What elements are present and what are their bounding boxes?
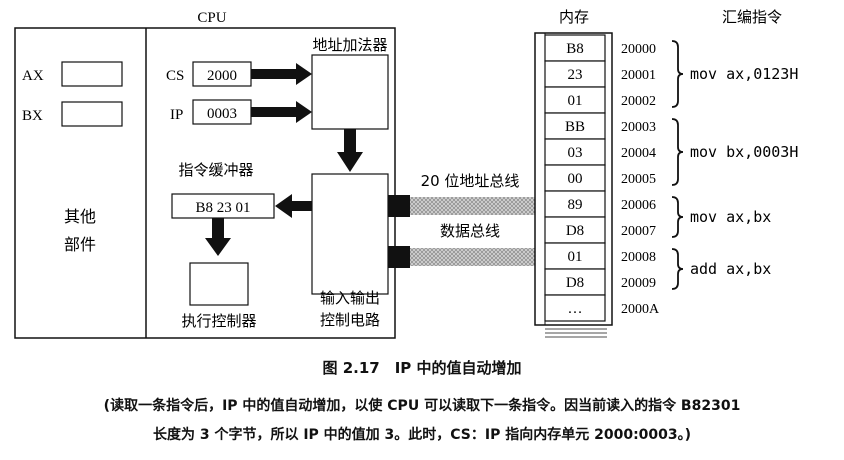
ip-value: 0003	[207, 106, 237, 122]
instruction-brace	[671, 118, 684, 186]
cs-to-adder-arrow	[251, 63, 312, 85]
memory-cell-value: B8	[566, 41, 584, 57]
io-control-line2: 控制电路	[320, 311, 380, 329]
other-parts-line1: 其他	[64, 207, 96, 226]
address-adder-label: 地址加法器	[312, 36, 387, 54]
asm-header: 汇编指令	[722, 8, 782, 26]
asm-instruction: mov ax,bx	[690, 208, 771, 226]
memory-cell-value: 00	[568, 171, 583, 187]
buffer-to-exec-arrow	[205, 218, 231, 256]
bx-label: BX	[22, 108, 43, 124]
io-control-line1: 输入输出	[320, 289, 380, 307]
memory-cell	[544, 60, 606, 88]
figure-title: 图 2.17 IP 中的值自动增加	[322, 359, 522, 377]
memory-address: 20000	[621, 42, 656, 57]
memory-cell-value: 23	[568, 67, 583, 83]
ip-to-adder-arrow	[251, 101, 312, 123]
address-adder-box	[311, 54, 389, 130]
instruction-brace	[671, 248, 684, 290]
execution-control-label: 执行控制器	[181, 312, 256, 330]
memory-cell-value: …	[568, 301, 583, 317]
memory-address: 20003	[621, 120, 656, 135]
instruction-buffer-content: B8 23 01	[195, 200, 250, 216]
adder-to-io-arrow	[337, 129, 363, 172]
address-bus-label: 20 位地址总线	[421, 172, 520, 190]
asm-instruction: mov ax,0123H	[690, 65, 798, 83]
memory-address: 20007	[621, 224, 656, 239]
memory-address: 2000A	[621, 302, 660, 317]
memory-cell-value: 01	[568, 93, 583, 109]
memory-cell-value: 03	[568, 145, 583, 161]
io-to-buffer-arrow	[275, 194, 312, 218]
address-bus-connector	[388, 195, 410, 217]
memory-address: 20005	[621, 172, 656, 187]
memory-cell	[544, 112, 606, 140]
data-bus	[410, 248, 535, 266]
figure-caption-line1: (读取一条指令后，IP 中的值自动增加，以使 CPU 可以读取下一条指令。因当前…	[103, 398, 741, 414]
memory-cell-value: 89	[568, 197, 583, 213]
memory-cell	[544, 164, 606, 192]
memory-cell	[544, 242, 606, 270]
figure-caption-line2: 长度为 3 个字节，所以 IP 中的值加 3。此时，CS：IP 指向内存单元 2…	[152, 427, 692, 443]
asm-instruction: mov bx,0003H	[690, 143, 798, 161]
memory-address: 20001	[621, 68, 656, 83]
ax-register	[61, 61, 123, 87]
data-bus-label: 数据总线	[440, 222, 500, 240]
cpu-title: CPU	[197, 10, 226, 26]
memory-address: 20006	[621, 198, 656, 213]
memory-cell-value: 01	[568, 249, 583, 265]
memory-address: 20002	[621, 94, 656, 109]
io-control-box	[311, 173, 389, 295]
instruction-brace	[671, 196, 684, 238]
memory-address: 20004	[621, 146, 656, 161]
memory-cell	[544, 216, 606, 244]
bx-register	[61, 101, 123, 127]
memory-address: 20009	[621, 276, 656, 291]
instruction-brace	[671, 40, 684, 108]
cs-label: CS	[166, 68, 184, 84]
asm-instruction: add ax,bx	[690, 260, 771, 278]
ax-label: AX	[22, 68, 44, 84]
other-parts-line2: 部件	[64, 235, 96, 254]
cs-value: 2000	[207, 68, 237, 84]
cpu-box	[14, 27, 396, 339]
address-bus	[410, 197, 535, 215]
memory-cell	[544, 268, 606, 296]
memory-cell-value: D8	[566, 223, 584, 239]
execution-control-box	[189, 262, 249, 306]
memory-address: 20008	[621, 250, 656, 265]
memory-cell-value: BB	[565, 119, 585, 135]
data-bus-connector	[388, 246, 410, 268]
ip-label: IP	[170, 107, 183, 123]
memory-cell-value: D8	[566, 275, 584, 291]
memory-cell	[544, 294, 606, 322]
memory-title: 内存	[559, 8, 589, 26]
instruction-buffer-label: 指令缓冲器	[178, 161, 253, 179]
